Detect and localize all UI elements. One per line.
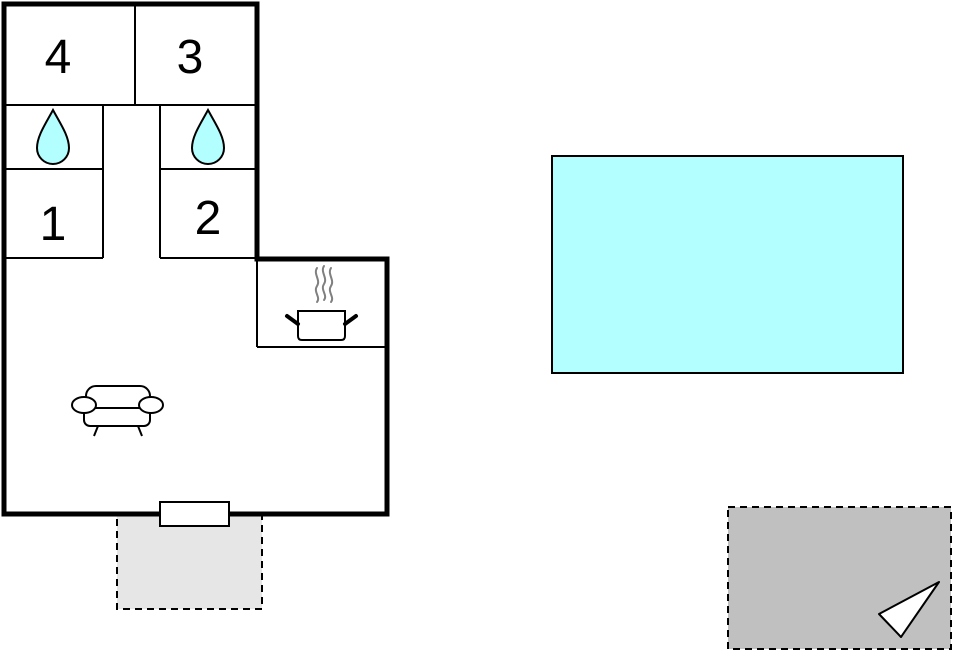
room-label-1: 1 — [40, 198, 67, 251]
entrance-door — [159, 501, 230, 527]
cooking-pot-icon — [285, 265, 358, 341]
room-label-2: 2 — [195, 192, 222, 245]
parking-area — [727, 506, 952, 650]
room-label-4: 4 — [45, 31, 72, 84]
sofa-icon — [71, 385, 164, 437]
water-drop-icon — [35, 107, 71, 165]
swimming-pool — [551, 155, 904, 374]
room-label-3: 3 — [177, 31, 204, 84]
water-drop-icon — [190, 107, 226, 165]
north-arrow-icon — [878, 581, 940, 638]
interior-walls — [4, 4, 387, 348]
terrace — [116, 513, 263, 610]
